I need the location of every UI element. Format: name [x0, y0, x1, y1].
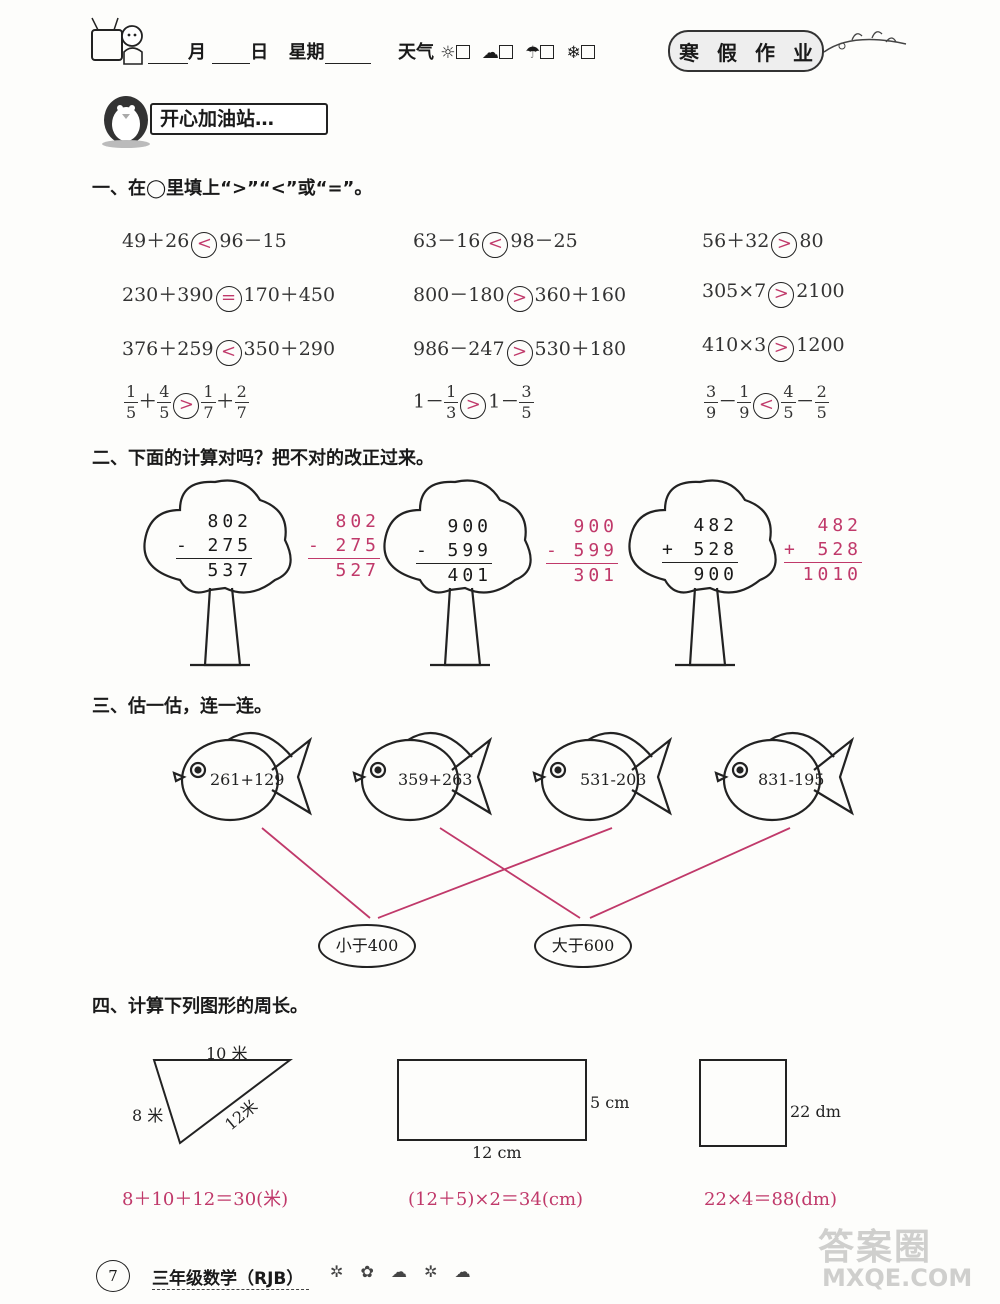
rain-icon: ☂ — [525, 43, 541, 63]
target-more-600[interactable]: 大于600 — [534, 924, 632, 968]
q2-title: 二、下面的计算对吗？把不对的改正过来。 — [92, 448, 434, 469]
cmp-item: 986－247>530＋180 — [413, 334, 626, 366]
q3-title: 三、估一估，连一连。 — [92, 696, 272, 717]
answer-circle[interactable]: > — [768, 282, 795, 308]
rect-side-label: 5 cm — [590, 1093, 630, 1112]
cmp-item: 230＋390=170＋450 — [122, 280, 335, 312]
cmp-item: 800－180>360＋160 — [413, 280, 626, 312]
calc-correction: 482 +528 1010 — [784, 515, 862, 585]
tree-illustrations — [143, 479, 777, 667]
calc-original: 900 -599 401 — [416, 516, 492, 586]
sunny-checkbox[interactable] — [455, 45, 470, 59]
perimeter-answer: 8＋10＋12＝30(米) — [122, 1189, 289, 1210]
banner-title: 开心加油站… — [150, 103, 328, 135]
cmp-item: 49＋26<96－15 — [122, 226, 287, 258]
badge-char: 作 — [755, 40, 775, 65]
triangle-top-label: 10 米 — [206, 1044, 248, 1063]
penguin-icon — [96, 84, 156, 152]
calc-original: 482 +528 900 — [662, 515, 738, 585]
weekday-blank[interactable] — [324, 63, 371, 64]
answer-circle[interactable]: < — [191, 232, 218, 258]
rect-bottom-label: 12 cm — [472, 1143, 522, 1162]
cmp-item: 410×3>1200 — [702, 334, 845, 362]
connect-line — [377, 827, 613, 919]
badge-char: 业 — [793, 40, 813, 65]
answer-circle[interactable]: > — [173, 392, 200, 419]
answer-circle[interactable]: = — [215, 286, 242, 312]
fish-expression: 831-195 — [758, 770, 825, 789]
answer-circle[interactable]: > — [768, 336, 795, 362]
branch-decoration-icon — [822, 22, 908, 66]
book-title: 三年级数学（RJB） — [152, 1264, 310, 1290]
tv-kid-illustration — [88, 14, 150, 72]
shapes — [152, 1059, 787, 1147]
fish-illustrations — [172, 731, 855, 822]
perimeter-answer: (12＋5)×2＝34(cm) — [408, 1189, 584, 1210]
day-blank[interactable] — [212, 63, 251, 64]
fish-4 — [714, 731, 855, 822]
rectangle-shape — [397, 1059, 587, 1141]
watermark-site: MXQE.COM — [822, 1264, 973, 1292]
perimeter-answer: 22×4＝88(dm) — [704, 1189, 837, 1210]
month-label: 月 — [188, 42, 206, 63]
fish-expression: 261+129 — [210, 770, 285, 789]
cmp-item: 63－16<98－25 — [413, 226, 578, 258]
answer-circle[interactable]: > — [460, 392, 487, 419]
cmp-item: 305×7>2100 — [702, 280, 845, 308]
snow-icon: ❄ — [566, 43, 581, 63]
answer-circle[interactable]: < — [215, 340, 242, 366]
answer-circle[interactable]: > — [506, 286, 533, 312]
answer-circle[interactable]: < — [482, 232, 509, 258]
footer-cloud-decoration-icon: ✲ ✿ ☁ ✲ ☁ — [330, 1262, 477, 1281]
answer-circle[interactable]: > — [506, 340, 533, 366]
weather-label: 天气 — [398, 42, 434, 63]
snow-checkbox[interactable] — [580, 45, 595, 59]
connection-lines — [261, 827, 791, 919]
q1-title: 一、在◯里填上“>”“<”或“=”。 — [92, 178, 373, 199]
q4-title: 四、计算下列图形的周长。 — [92, 996, 308, 1017]
answer-circle[interactable]: > — [771, 232, 798, 258]
page-number-badge: 7 — [96, 1260, 130, 1292]
day-label: 日 — [250, 42, 269, 63]
connect-line — [261, 827, 371, 919]
date-line: 月 日 星期 — [148, 38, 371, 64]
tree-1 — [143, 479, 292, 594]
fish-expression: 531-203 — [580, 770, 647, 789]
calc-correction: 900 -599 301 — [546, 516, 618, 586]
fish-1 — [172, 731, 313, 822]
month-blank[interactable] — [148, 63, 188, 64]
weather-line: 天气 ☼ ☁ ☂ ❄ — [398, 38, 601, 64]
fish-3 — [532, 731, 673, 822]
cloudy-icon: ☁ — [481, 43, 499, 63]
watermark-brand: 答案圈 — [818, 1227, 933, 1268]
rain-checkbox[interactable] — [540, 45, 555, 59]
sunny-icon: ☼ — [440, 43, 456, 63]
badge-char: 假 — [717, 40, 737, 65]
target-less-400[interactable]: 小于400 — [318, 924, 416, 968]
cmp-item: 376＋259<350＋290 — [122, 334, 335, 366]
connect-line — [589, 827, 791, 919]
calc-original: 802 -275 537 — [176, 511, 252, 581]
cloudy-checkbox[interactable] — [498, 45, 513, 59]
weekday-label: 星期 — [288, 42, 325, 63]
calc-correction: 802 -275 527 — [308, 511, 380, 581]
square-side-label: 22 dm — [790, 1102, 841, 1121]
triangle-left-label: 8 米 — [132, 1106, 164, 1125]
triangle-shape — [152, 1059, 293, 1145]
winter-homework-badge: 寒 假 作 业 — [668, 30, 824, 72]
badge-char: 寒 — [679, 40, 699, 65]
connect-line — [439, 827, 581, 919]
cmp-item: 56＋32>80 — [702, 226, 824, 258]
square-shape — [699, 1059, 787, 1147]
fish-expression: 359+263 — [398, 770, 473, 789]
answer-circle[interactable]: < — [753, 392, 780, 419]
fish-2 — [352, 731, 493, 822]
